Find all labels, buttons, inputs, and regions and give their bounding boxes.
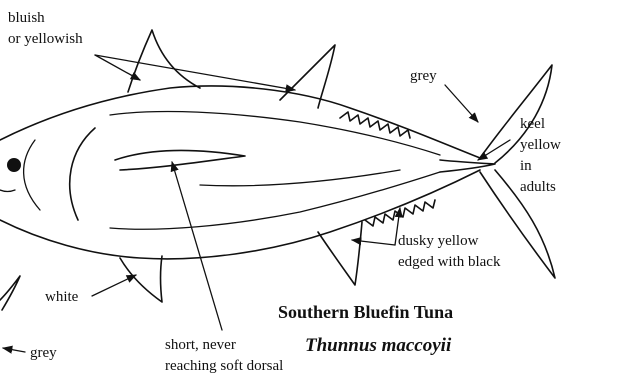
title-scientific-name: Thunnus maccoyii [305, 335, 452, 356]
label-dorsal-color-line1: bluish [8, 10, 45, 26]
pectoral-fin [115, 150, 245, 170]
body-pattern-lower [110, 172, 440, 229]
label-belly-color: white [45, 289, 79, 305]
second-dorsal-fin [280, 45, 335, 108]
label-keel-line2: yellow [520, 137, 561, 153]
body-outline-top [0, 86, 480, 158]
first-dorsal-fin [128, 30, 200, 92]
label-finlets-line2: edged with black [398, 254, 501, 270]
label-tail-color: grey [410, 68, 437, 84]
label-dorsal-color-line2: or yellowish [8, 31, 83, 47]
label-finlets-line1: dusky yellow [398, 233, 479, 249]
gill-cover [70, 128, 95, 220]
label-keel-line4: adults [520, 179, 556, 195]
label-pectoral-line2: reaching soft dorsal [165, 358, 283, 374]
title-common-name: Southern Bluefin Tuna [278, 302, 453, 322]
label-pectoral-line1: short, never [165, 337, 236, 353]
keel [440, 160, 495, 172]
gill-cover-inner [24, 140, 40, 210]
lateral-stripe [200, 170, 400, 186]
eye [7, 158, 21, 172]
label-pelvic-color: grey [30, 345, 57, 361]
label-keel-line1: keel [520, 116, 545, 132]
anal-fin [318, 222, 362, 285]
labels: bluish or yellowish grey keel yellow in … [8, 10, 561, 374]
lower-left-fin [0, 276, 20, 310]
mouth-line [0, 190, 15, 192]
dorsal-finlets [340, 112, 410, 138]
label-keel-line3: in [520, 158, 532, 174]
ventral-finlets [365, 200, 435, 226]
